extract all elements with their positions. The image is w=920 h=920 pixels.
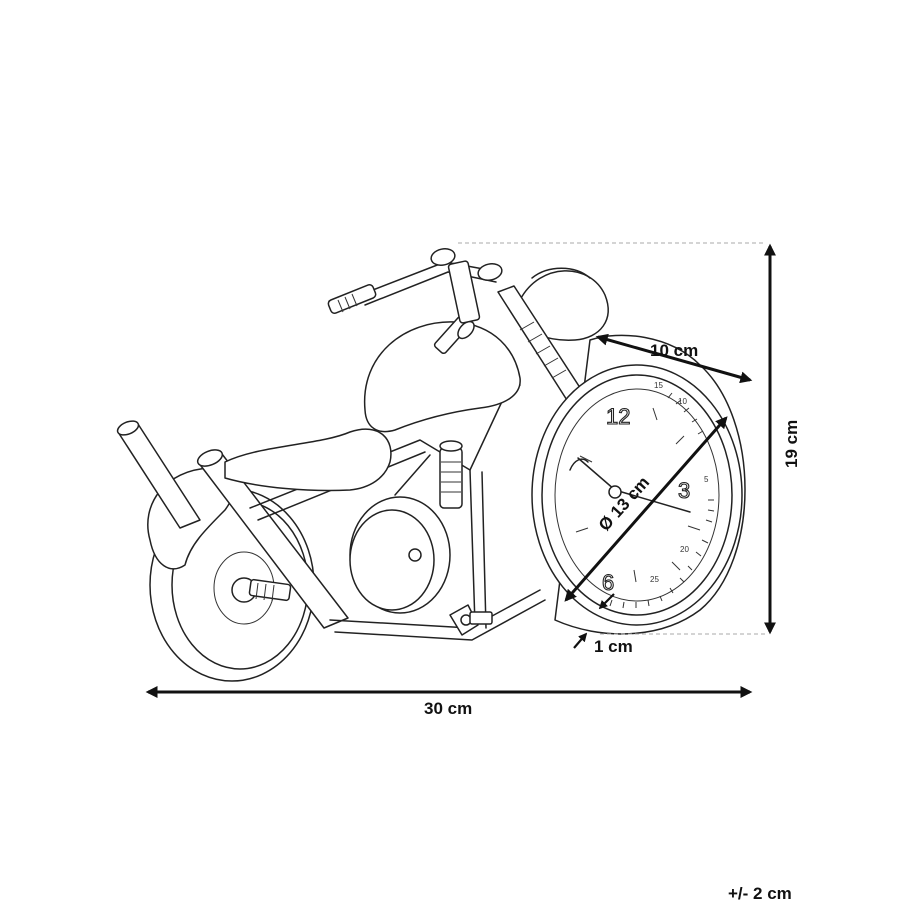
numeral-3: 3 [678,478,690,503]
width-label: 30 cm [424,699,472,718]
engine [349,440,463,614]
rim-label: 1 cm [594,637,633,656]
tolerance-note: +/- 2 cm [728,884,792,903]
tach-mark-15: 15 [654,381,663,390]
exhaust-pipes [116,420,349,629]
motorcycle-clock-illustration: 12 3 6 5 10 15 20 25 [116,248,746,682]
handlebars [327,248,503,324]
tach-mark-20: 20 [680,545,689,554]
depth-arrow [595,333,753,384]
numeral-6: 6 [602,570,614,595]
front-axle-bolt [449,604,493,636]
rear-axle-bolt [248,578,292,602]
depth-label: 10 cm [650,341,698,360]
numeral-12: 12 [606,404,630,429]
tank-bolt [433,315,475,355]
rim-arrow-outer [573,632,588,649]
rim-arrow-inner [598,593,615,610]
fuel-tank [363,321,521,433]
tach-mark-25: 25 [650,575,659,584]
tach-mark-5: 5 [704,475,709,484]
height-label: 19 cm [782,420,801,468]
diameter-arrow [564,416,728,602]
tach-mark-10: 10 [678,397,687,406]
seat [224,428,392,492]
